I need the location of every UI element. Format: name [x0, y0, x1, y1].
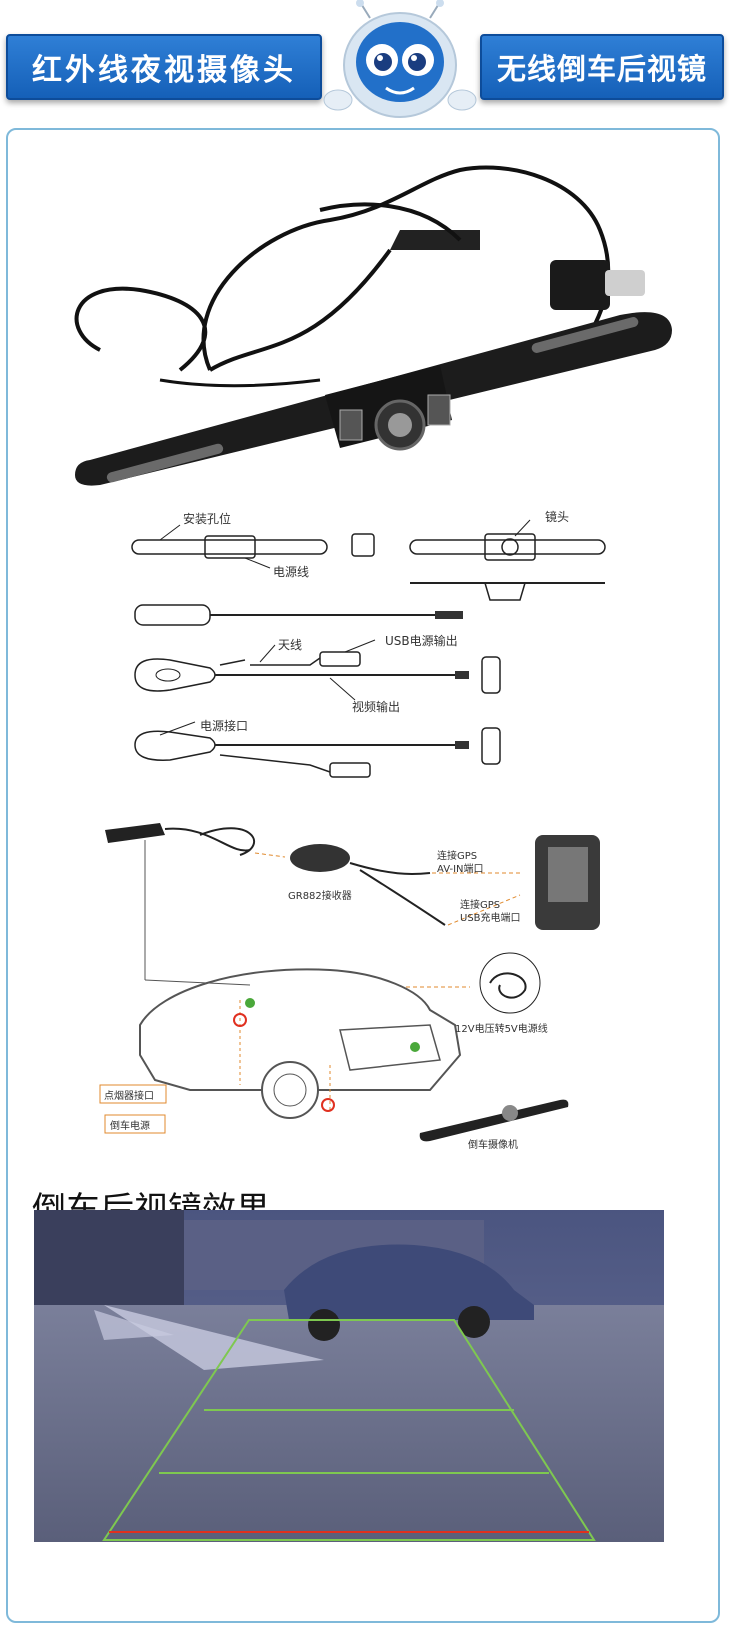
lens-label: 镜头: [545, 510, 570, 524]
gps-usb-label-line2: USB充电端口: [460, 913, 521, 924]
header-title-right: 无线倒车后视镜: [480, 34, 724, 100]
installation-diagram: [99, 823, 600, 1142]
receiver-label: GR882接收器: [288, 891, 352, 902]
power-port-label: 电源接口: [200, 719, 249, 733]
power-cable-label: 电源线: [273, 565, 310, 579]
camera-product-photo: [74, 165, 672, 486]
converter-label: 12V电压转5V电源线: [455, 1024, 548, 1035]
reverse-power-label: 倒车电源: [110, 1121, 150, 1132]
gps-av-label-line2: AV-IN端口: [437, 864, 484, 875]
video-out-label: 视频输出: [352, 700, 401, 714]
mount-holes-label: 安装孔位: [183, 512, 232, 526]
gps-usb-label-line1: 连接GPS: [460, 900, 501, 911]
cigarette-lighter-label: 点烟器接口: [104, 1091, 154, 1102]
usb-power-out-label: USB电源输出: [385, 634, 458, 648]
antenna-label: 天线: [278, 638, 303, 652]
header-title-left: 红外线夜视摄像头: [6, 34, 322, 100]
gps-av-label-line1: 连接GPS: [437, 851, 478, 862]
rear-camera-label: 倒车摄像机: [468, 1140, 518, 1151]
rear-view-night-image: [34, 1210, 664, 1542]
robot-mascot-icon: [323, 0, 477, 118]
parts-diagram: [131, 519, 606, 778]
